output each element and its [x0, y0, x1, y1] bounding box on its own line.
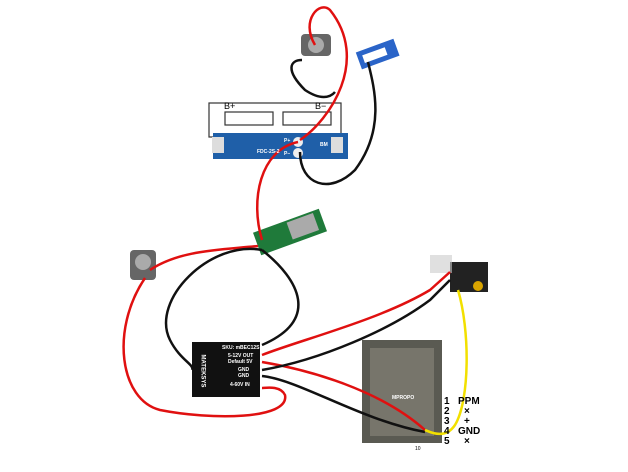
bec-module — [192, 342, 260, 397]
pinout-row: 5× — [444, 436, 480, 447]
bm-label: BM — [320, 142, 328, 148]
receiver-inner — [370, 348, 434, 436]
pin-signal: + — [464, 416, 470, 427]
bms-board — [213, 133, 348, 159]
bms-pad-right — [331, 137, 343, 153]
pinout-row: 3+ — [444, 416, 480, 427]
bec-sku: SKU: mBEC12S — [222, 345, 260, 351]
black-wire — [261, 249, 300, 347]
pin-signal: × — [464, 436, 470, 447]
red-wire — [261, 271, 451, 357]
bec-gnd-label-1: GND — [238, 367, 250, 373]
bms-pad-p-minus — [293, 148, 303, 158]
black-wire — [290, 58, 336, 99]
black-wire — [261, 374, 426, 434]
red-wire — [299, 6, 349, 142]
b-minus-label: B− — [315, 101, 327, 111]
power-switch-top — [301, 34, 331, 56]
pin-signal: × — [464, 406, 470, 417]
power-switch-left — [130, 250, 156, 280]
pin-number: 1 — [444, 396, 450, 407]
bec-default-label: Default 5V — [228, 359, 253, 365]
charger-module — [253, 208, 327, 256]
flight-controller — [430, 255, 488, 292]
black-wire — [261, 279, 451, 372]
bec-out-label: 5-12V OUT — [228, 353, 254, 359]
pin-signal: PPM — [458, 396, 480, 407]
red-wire — [149, 244, 259, 272]
bec-brand: MATEKSYS — [199, 354, 206, 388]
yellow-wire — [424, 289, 468, 436]
receiver-brand: MPROPO — [392, 395, 415, 401]
pinout-row: 1 PPM — [444, 396, 480, 407]
bec-gnd-label-2: GND — [238, 373, 250, 379]
red-wire — [122, 277, 287, 418]
battery-indicator — [355, 38, 400, 70]
pin-number: 5 — [444, 436, 450, 447]
bms-pad-left — [212, 137, 224, 153]
b-plus-label: B+ — [224, 101, 236, 111]
red-wire — [255, 140, 299, 241]
pin-signal: GND — [458, 426, 481, 437]
p-plus-label: P+ — [284, 138, 291, 144]
black-wire — [298, 61, 377, 186]
pin-number: 3 — [444, 416, 450, 427]
receiver-footer: 10 — [415, 446, 421, 452]
bec-in-label: 4-60V IN — [230, 382, 250, 388]
pinout-row: 4 GND — [444, 426, 481, 437]
bms-model-label: FDC-2S-2 — [257, 149, 280, 155]
pin-number: 4 — [444, 426, 450, 437]
wires — [122, 6, 468, 436]
black-wire — [164, 247, 263, 371]
p-minus-label: P− — [284, 151, 291, 157]
pinout-row: 2× — [444, 406, 480, 417]
pin-number: 2 — [444, 406, 450, 417]
